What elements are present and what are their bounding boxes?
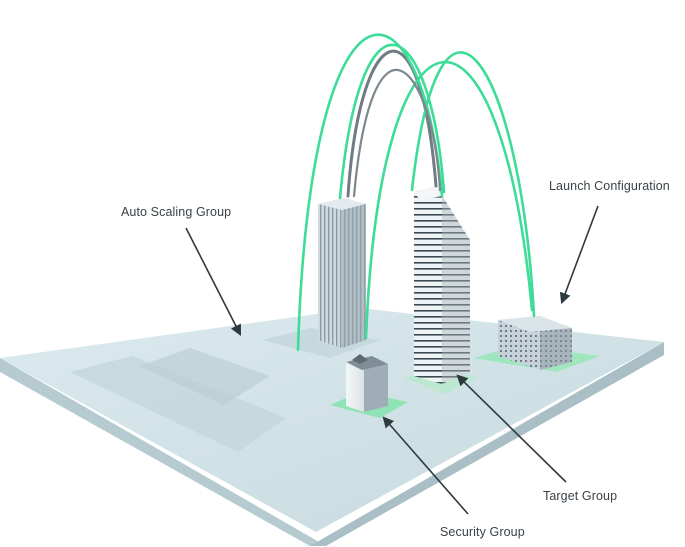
- arrow-security-group: [382, 416, 469, 515]
- pointer-arrows: [185, 205, 599, 515]
- auto-scaling-group-label: Auto Scaling Group: [121, 205, 232, 219]
- arc-green-3: [364, 60, 534, 340]
- arrow-target-group: [456, 374, 567, 483]
- launch-config-building: [498, 316, 572, 370]
- target-group-tower: [414, 186, 470, 384]
- arrow-auto-scaling: [185, 227, 242, 336]
- arc-green-2: [338, 43, 446, 200]
- arc-gray-2: [352, 68, 442, 198]
- platform-zone-inner: [140, 348, 270, 405]
- target-group-label: Target Group: [543, 489, 618, 503]
- platform-side-right: [310, 342, 664, 546]
- arrow-launch-config: [559, 205, 599, 305]
- auto-scaling-tower: [318, 198, 366, 348]
- security-group-building: [346, 354, 388, 412]
- arc-green-1: [296, 33, 444, 352]
- platform-side-left: [0, 358, 326, 546]
- platform-zone-left: [70, 356, 286, 452]
- platform: [0, 308, 664, 546]
- security-group-label: Security Group: [440, 525, 525, 539]
- arc-green-4: [410, 51, 536, 318]
- connection-arcs: [296, 33, 536, 352]
- launch-configuration-label: Launch Configuration: [549, 179, 670, 193]
- arc-gray-1: [346, 49, 438, 198]
